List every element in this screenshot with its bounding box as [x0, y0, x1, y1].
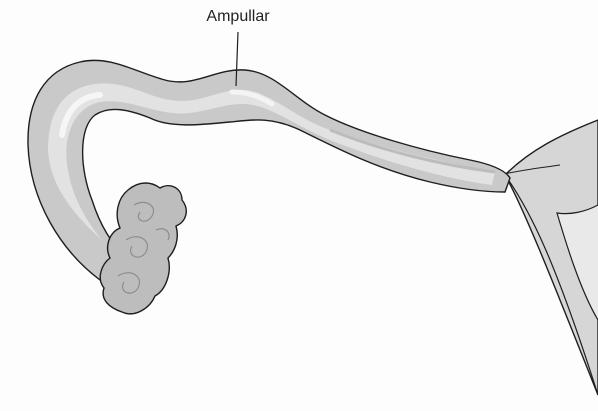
ampullar-label: Ampullar: [188, 8, 288, 26]
